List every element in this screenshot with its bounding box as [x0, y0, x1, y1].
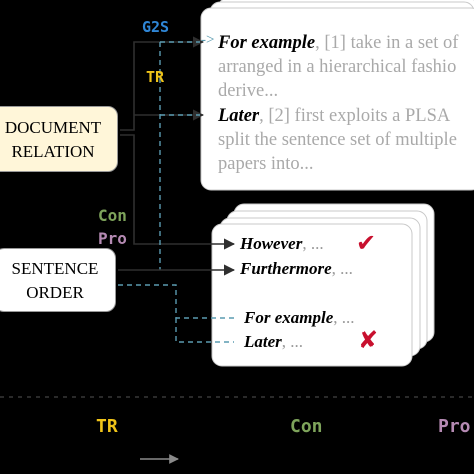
top-card-bg: [200, 7, 474, 191]
legend-con: Con: [290, 416, 323, 437]
legend-tr: TR: [96, 416, 118, 437]
top-card-line-2: arranged in a hierarchical fashio: [218, 57, 457, 77]
legend-pro: Pro: [438, 416, 471, 437]
connector-however: [120, 134, 236, 250]
item-later: Later, ...: [244, 332, 304, 351]
check-icon: ✔: [356, 229, 377, 257]
sentence-order-box: SENTENCE ORDER: [0, 248, 116, 312]
sentence-order-line-1: SENTENCE: [11, 259, 99, 278]
item-for-example: For example, ...: [244, 308, 355, 327]
tag-con: Con: [98, 206, 127, 225]
item-furthermore: Furthermore, ...: [240, 259, 353, 278]
top-card-line-6: papers into...: [218, 154, 314, 174]
dashed-to-for-example-bottom: [118, 284, 234, 319]
sentence-order-line-2: ORDER: [26, 283, 84, 302]
top-card-line-3: derive...: [218, 81, 279, 101]
tag-tr: TR: [146, 68, 165, 86]
cross-icon: ✘: [358, 326, 379, 354]
top-card-line-4: Later, [2] first exploits a PLSA: [218, 106, 451, 126]
document-relation-box: DOCUMENT RELATION: [0, 106, 118, 172]
g2s-connector-for-example: [120, 36, 205, 131]
document-relation-line-1: DOCUMENT: [4, 118, 102, 137]
dashed-arrow-head-1: ->: [201, 32, 215, 48]
bottom-card-bg: [211, 223, 413, 367]
item-however: However, ...: [240, 234, 324, 253]
top-card-line-1: For example, [1] take in a set of: [218, 33, 459, 53]
tag-pro: Pro: [98, 229, 127, 248]
top-card-line-5: split the sentence set of multiple: [218, 130, 457, 150]
document-relation-line-2: RELATION: [11, 142, 95, 161]
tag-g2s: G2S: [142, 18, 170, 36]
